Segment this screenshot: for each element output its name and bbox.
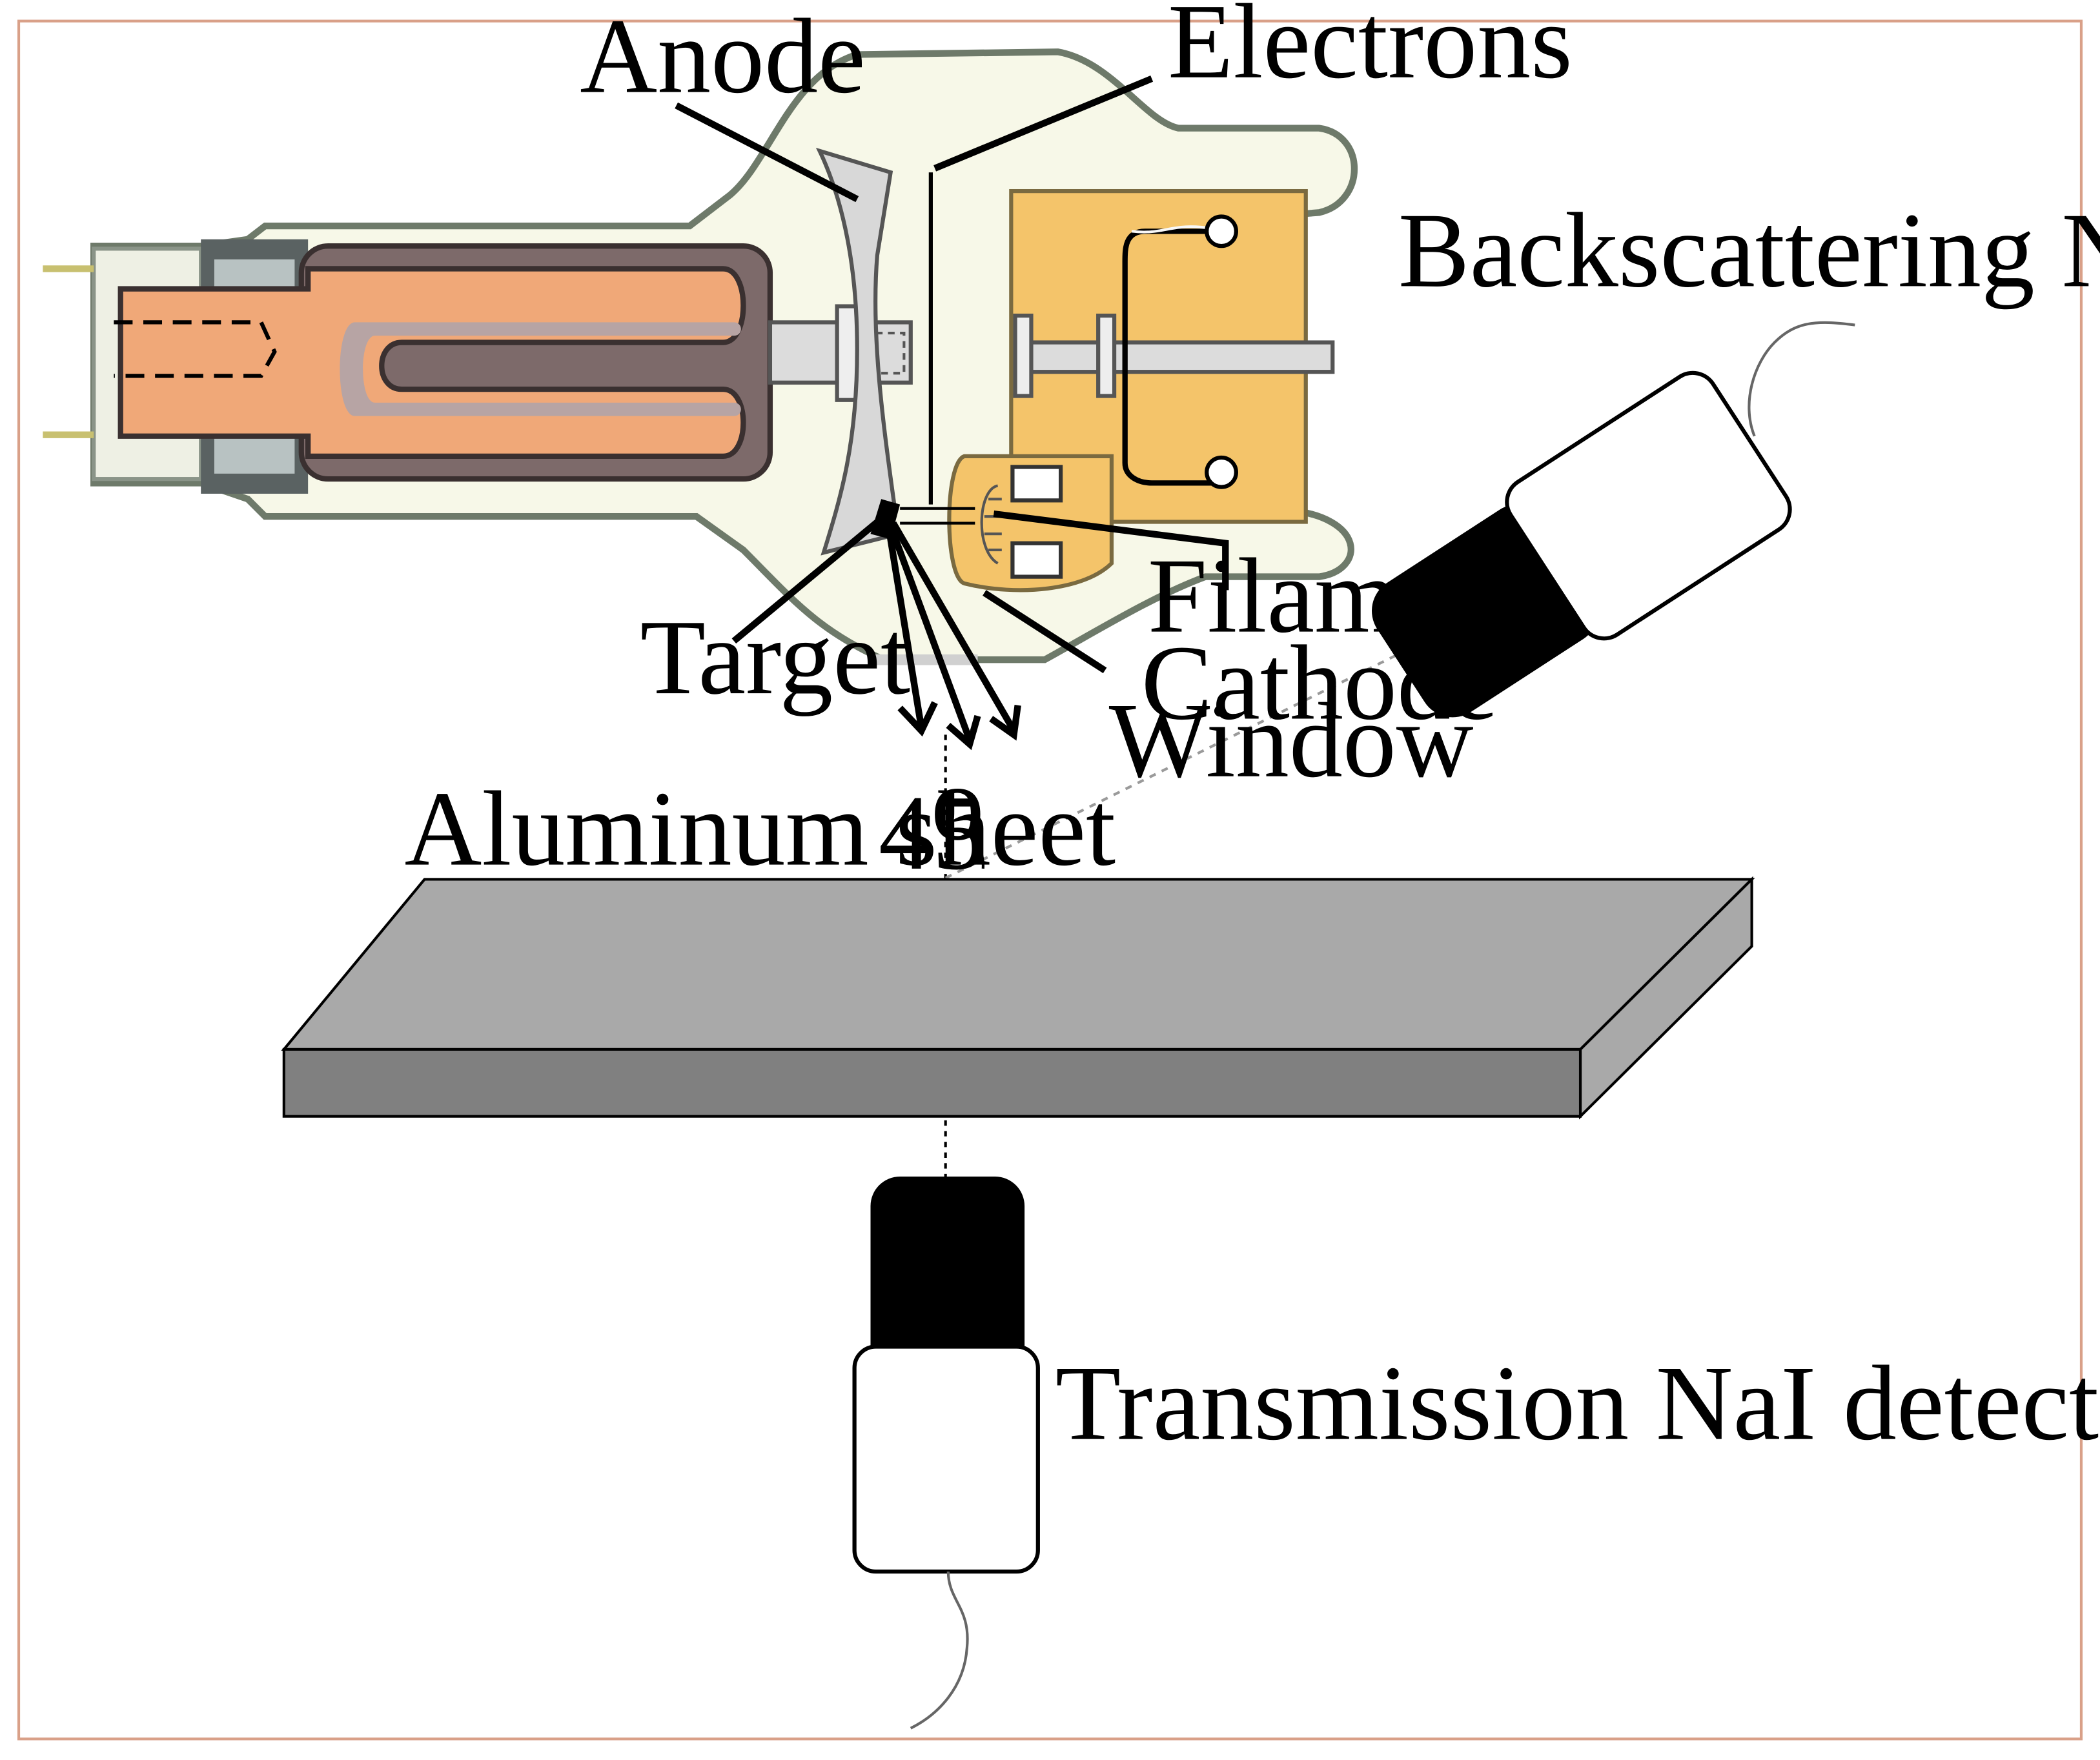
filament-block-top <box>1010 465 1063 503</box>
filament-coil <box>980 484 1002 565</box>
aluminum-sheet <box>281 876 1755 1120</box>
xray-beam-right <box>890 521 1017 733</box>
anode-disc <box>815 147 897 556</box>
filament-leader <box>993 510 1229 591</box>
transmission-body <box>852 1344 1040 1574</box>
backscatter-body <box>1505 370 1792 641</box>
angle-arc <box>950 827 984 869</box>
label-filament: Filament <box>1148 536 1529 655</box>
cathode-leader <box>983 590 1107 674</box>
label-target: Target <box>640 598 910 716</box>
backscatter-cable <box>1748 321 1855 437</box>
terminal-bottom <box>1205 455 1238 489</box>
label-angle-value: 45 <box>879 773 986 892</box>
anode-leader <box>675 102 859 203</box>
cathode-rod <box>1022 340 1335 374</box>
xray-beams <box>884 521 1021 751</box>
tube-window <box>870 654 978 665</box>
label-electrons: Electrons <box>1168 0 1573 101</box>
sheet-side <box>1578 876 1753 1120</box>
label-aluminum-sheet: Aluminum sheet <box>405 769 1116 888</box>
label-anode: Anode <box>580 0 865 116</box>
target-leader <box>731 514 886 644</box>
xray-beam-middle <box>887 524 973 742</box>
leader-lines <box>675 76 1229 674</box>
label-window: Window <box>1109 681 1474 800</box>
transmission-crystal <box>870 1177 1025 1378</box>
transmission-detector <box>852 1177 1040 1574</box>
xray-tube <box>43 48 1358 665</box>
rotor-slot <box>340 322 741 416</box>
label-cathode: Cathode <box>1141 623 1498 742</box>
rotor-shaft-dashed <box>114 320 277 378</box>
sheet-top <box>281 878 1755 1051</box>
backscattering-detector <box>1372 370 1792 718</box>
xray-beam-left <box>884 522 925 729</box>
filament-block-bottom <box>1010 541 1063 579</box>
filament-wiring <box>1122 228 1219 486</box>
label-angle-unit: o <box>931 743 984 862</box>
label-transmission-detector: Transmission NaI detector <box>1055 1344 2100 1462</box>
label-backscattering-detector: Backscattering NaI detector <box>1398 190 2100 309</box>
transmission-cable <box>910 1572 969 1730</box>
sheet-front <box>282 1047 1582 1118</box>
electrons-leader <box>933 76 1154 172</box>
terminal-top <box>1205 214 1238 248</box>
